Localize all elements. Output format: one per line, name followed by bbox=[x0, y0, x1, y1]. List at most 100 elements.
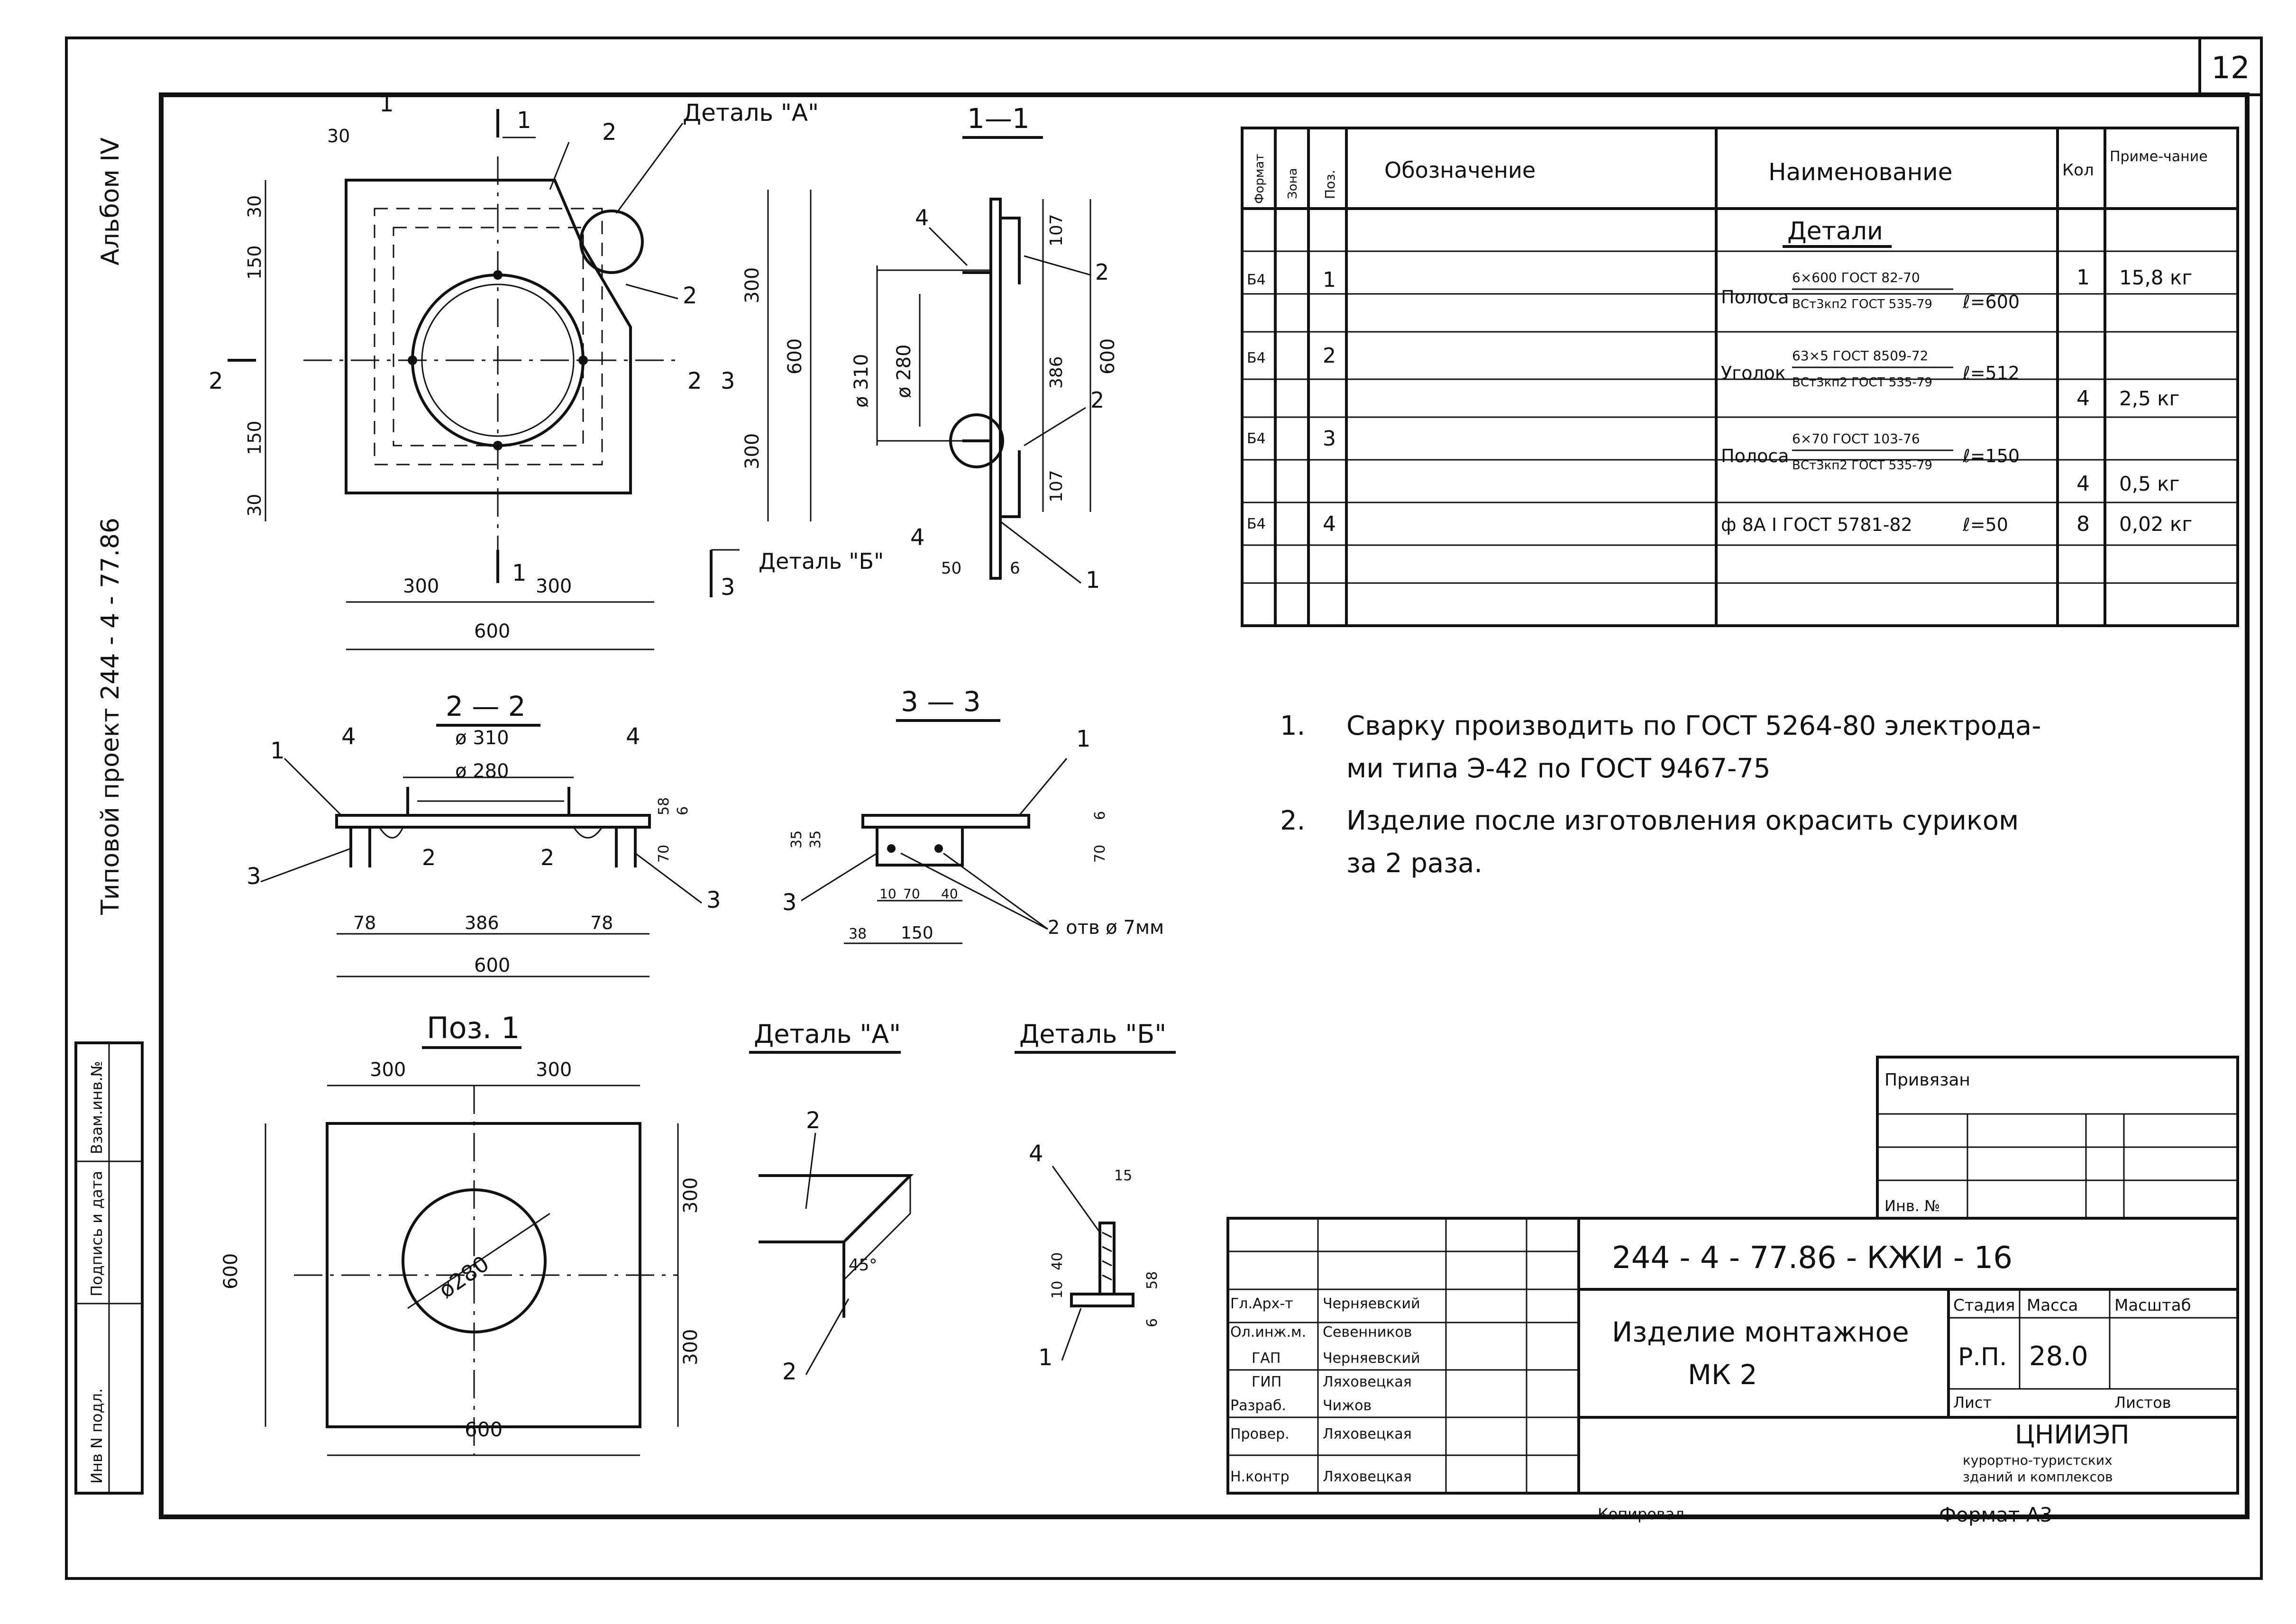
plan-dim-30-b: 30 bbox=[244, 195, 265, 218]
detail-b-view: Деталь "Б" 4 1 15 40 10 58 6 bbox=[1015, 1019, 1176, 1371]
s22-callout-4-left: 4 bbox=[341, 723, 356, 750]
staff-name-6: Ляховецкая bbox=[1323, 1426, 1412, 1442]
row4-length: ℓ=50 bbox=[1962, 514, 2008, 535]
sheet-label: Лист bbox=[1953, 1394, 1992, 1412]
section-2-2-title: 2 — 2 bbox=[446, 690, 526, 722]
s22-dim-386: 386 bbox=[465, 912, 499, 933]
s22-dim-70: 70 bbox=[656, 845, 672, 863]
row4-pos: 4 bbox=[1323, 512, 1336, 536]
s22-dim-78-left: 78 bbox=[353, 912, 376, 933]
plan-dim-300-right: 300 bbox=[536, 575, 572, 597]
row1-note: 15,8 кг bbox=[2119, 266, 2192, 289]
plan-view: Деталь "А" 1 2 2 1 1 2 2 3 3 30 30 150 1… bbox=[209, 91, 884, 650]
org-line2: курортно-туристских bbox=[1963, 1452, 2113, 1468]
plan-dim-150-a: 150 bbox=[244, 245, 265, 280]
doc-code: 244 - 4 - 77.86 - КЖИ - 16 bbox=[1612, 1241, 2012, 1276]
pos-1-hole-label: ø280 bbox=[434, 1250, 494, 1303]
plan-callout-2b: 2 bbox=[683, 283, 697, 309]
section-mark-3-top: 3 bbox=[721, 368, 735, 394]
staff-role-7: Н.контр bbox=[1230, 1469, 1290, 1485]
s11-dim-d310: ø 310 bbox=[851, 354, 872, 408]
row3-format: Б4 bbox=[1247, 430, 1266, 447]
plan-dim-30-c: 30 bbox=[244, 494, 265, 517]
plan-callout-2a: 2 bbox=[602, 119, 617, 146]
note-2-num: 2. bbox=[1280, 805, 1305, 836]
s22-dim-58: 58 bbox=[656, 797, 672, 815]
spec-table: Формат Зона Поз. Обозначение Наименовани… bbox=[1241, 127, 2239, 627]
s22-callout-2-right: 2 bbox=[540, 845, 554, 870]
pos-1-dim-top-left: 300 bbox=[370, 1059, 406, 1081]
inv-no-label: Инв. № bbox=[1884, 1197, 1940, 1215]
s33-dim-10: 10 bbox=[879, 886, 896, 902]
detail-b-dim-10: 10 bbox=[1049, 1281, 1066, 1299]
staff-role-4: ГИП bbox=[1252, 1374, 1281, 1390]
staff-role-3: ГАП bbox=[1252, 1350, 1281, 1367]
hdr-pos: Поз. bbox=[1322, 170, 1338, 199]
s11-dim-d280: ø 280 bbox=[893, 344, 915, 398]
s33-dim-38: 38 bbox=[849, 926, 867, 942]
row1-name-top: 6×600 ГОСТ 82-70 bbox=[1792, 270, 1920, 285]
scale-header: Масштаб bbox=[2114, 1296, 2191, 1315]
row2-pos: 2 bbox=[1323, 344, 1336, 368]
detail-a-callout-bottom: 2 bbox=[782, 1359, 797, 1385]
plan-dim-600-right: 600 bbox=[784, 338, 806, 374]
s33-callout-3: 3 bbox=[782, 889, 797, 916]
pos-1-title: Поз. 1 bbox=[427, 1011, 520, 1045]
s33-dim-70b: 70 bbox=[903, 886, 920, 902]
row4-note: 0,02 кг bbox=[2119, 512, 2192, 536]
s22-d310: ø 310 bbox=[455, 727, 509, 749]
hdr-zone: Зона bbox=[1286, 168, 1300, 199]
detail-a-angle: 45° bbox=[849, 1256, 877, 1275]
s22-callout-2-left: 2 bbox=[422, 845, 436, 870]
row1-format: Б4 bbox=[1247, 272, 1266, 288]
detail-b-callout-4: 4 bbox=[1029, 1140, 1043, 1167]
note-2-line2: за 2 раза. bbox=[1346, 848, 1482, 879]
row2-name-bottom: ВСт3кп2 ГОСТ 535-79 bbox=[1792, 375, 1932, 390]
staff-name-4: Ляховецкая bbox=[1323, 1374, 1412, 1390]
note-1-line2: ми типа Э-42 по ГОСТ 9467-75 bbox=[1346, 753, 1771, 784]
section-3-3-title: 3 — 3 bbox=[901, 685, 981, 718]
detail-a-callout-top: 2 bbox=[806, 1107, 821, 1134]
section-details-title: Детали bbox=[1787, 217, 1883, 246]
s22-callout-1: 1 bbox=[270, 738, 285, 764]
row2-format: Б4 bbox=[1247, 350, 1266, 366]
section-mark-1-bottom: 1 bbox=[512, 560, 527, 586]
section-mark-3-bottom: 3 bbox=[721, 574, 735, 601]
row3-name-top: 6×70 ГОСТ 103-76 bbox=[1792, 431, 1920, 447]
stamp-cell-inv: Инв N подл. bbox=[88, 1388, 106, 1484]
plan-dim-300-top: 300 bbox=[741, 267, 763, 303]
plan-dim-30-a: 30 bbox=[327, 126, 350, 146]
copied-label: Копировал bbox=[1598, 1505, 1684, 1523]
row1-name-bottom: ВСт3кп2 ГОСТ 535-79 bbox=[1792, 297, 1932, 311]
row3-name-bottom: ВСт3кп2 ГОСТ 535-79 bbox=[1792, 458, 1932, 473]
s22-callout-4-right: 4 bbox=[626, 723, 640, 750]
section-1-1-title: 1—1 bbox=[967, 102, 1030, 135]
s22-callout-3-right: 3 bbox=[706, 887, 721, 913]
row3-name: Полоса bbox=[1721, 446, 1789, 466]
s33-dim-35-b: 35 bbox=[807, 830, 824, 848]
plan-dim-600-bottom: 600 bbox=[474, 620, 510, 642]
detail-a-view: Деталь "А" 2 2 45° bbox=[749, 1019, 914, 1385]
s11-dim-50: 50 bbox=[941, 559, 961, 578]
row4-format: Б4 bbox=[1247, 516, 1266, 532]
pos-1-dim-right-bottom: 300 bbox=[680, 1329, 702, 1365]
section-2-2: 2 — 2 ø 310 ø 280 1 4 4 3 2 2 3 58 6 70 … bbox=[247, 690, 721, 977]
left-margin: Альбом IV Типовой проект 244 - 4 - 77.86… bbox=[74, 137, 144, 1495]
row2-name-top: 63×5 ГОСТ 8509-72 bbox=[1792, 348, 1928, 364]
org-line3: зданий и комплексов bbox=[1963, 1469, 2113, 1485]
s33-dim-150: 150 bbox=[901, 923, 933, 943]
sheets-label: Листов bbox=[2114, 1394, 2171, 1412]
row3-length: ℓ=150 bbox=[1962, 446, 2020, 466]
detail-b-title: Деталь "Б" bbox=[1019, 1019, 1166, 1049]
s33-dim-70: 70 bbox=[1092, 845, 1108, 863]
row3-note: 0,5 кг bbox=[2119, 472, 2180, 495]
s11-dim-600: 600 bbox=[1097, 338, 1119, 374]
detail-a-title: Деталь "А" bbox=[754, 1019, 901, 1049]
album-label: Альбом IV bbox=[96, 137, 125, 265]
row2-length: ℓ=512 bbox=[1962, 363, 2020, 383]
s33-dim-35-a: 35 bbox=[788, 830, 805, 848]
stamp-cell-replace: Взам.инв.№ bbox=[88, 1061, 106, 1154]
item-name-line2: МК 2 bbox=[1688, 1359, 1757, 1391]
s11-callout-2-top: 2 bbox=[1095, 259, 1109, 285]
hdr-qty: Кол bbox=[2062, 161, 2094, 180]
